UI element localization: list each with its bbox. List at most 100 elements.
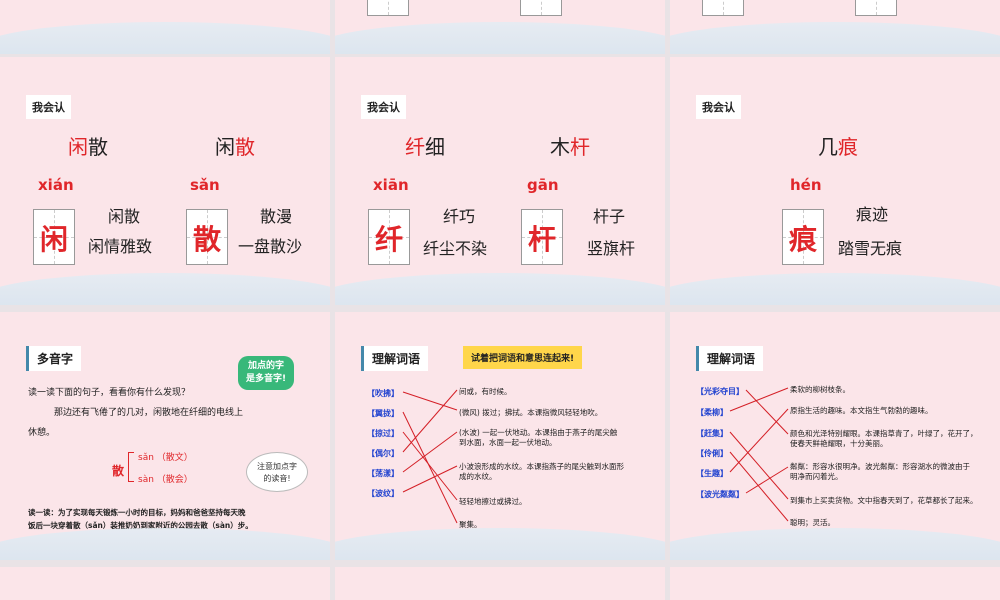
connector-line (729, 387, 789, 412)
vocab-word: 【偶尔】 (367, 449, 399, 458)
word-xianxi: 纤细 (405, 135, 445, 159)
char-grid-gan: 杆 (521, 209, 563, 265)
slide-bottom-right[interactable] (670, 567, 1000, 600)
meaning: (微风) 拨过；拂拭。本课指微风轻轻地吹。 (459, 408, 603, 417)
pinyin-gan: gān (527, 176, 559, 194)
meaning: 原指生活的趣味。本文指生气勃勃的趣味。 (790, 406, 933, 415)
meaning: 轻轻地擦过或拂过。 (459, 497, 527, 506)
connector-line (729, 431, 789, 500)
practice-line: 饭后一块穿着散（sǎn）装推奶奶到家附近的公园去散（sàn）步。 (28, 521, 253, 530)
pinyin-san: sǎn (190, 176, 220, 194)
practice-line: 读一读：为了实现每天锻炼一小时的目标，妈妈和爸爸坚持每天晚 (28, 508, 246, 517)
section-tag: 我会认 (26, 95, 71, 119)
grid-box (855, 0, 897, 16)
slide-top-right[interactable] (670, 0, 1000, 54)
meaning: 到集市上买卖货物。文中指春天到了，花草都长了起来。 (790, 496, 978, 505)
wave-decoration (670, 528, 1000, 560)
slide-recognize-xian-san[interactable]: 我会认 闲散 闲散 xián sǎn 闲 散 闲散 闲情雅致 散漫 一盘散沙 (0, 57, 330, 305)
vocab-word: 【吹拂】 (367, 389, 399, 398)
connector-line (729, 451, 789, 522)
word-mugan: 木杆 (550, 135, 590, 159)
word-item: 踏雪无痕 (838, 239, 903, 258)
vocab-word: 【掠过】 (367, 429, 399, 438)
vocab-word: 【柔柳】 (696, 408, 728, 417)
meaning: 柔软的柳树枝条。 (790, 385, 850, 394)
meaning: 聚集。 (459, 520, 482, 529)
connector-lines (729, 387, 789, 522)
meaning: 小波浪形成的水纹。本课指燕子的尾尖触到水面形 成的水纹。 (459, 462, 624, 481)
poly-char: 散 (112, 464, 125, 478)
slide-vocab-matching-1[interactable]: 理解词语 试着把词语和意思连起来! 【吹拂】 【翼拢】 【掠过】 【偶尔】 【荡… (335, 312, 665, 560)
wave-decoration (0, 273, 330, 305)
vocab-word: 【波光粼粼】 (696, 490, 744, 499)
speech-bubble: 加点的字 是多音字! (238, 356, 295, 390)
connector-line (745, 389, 789, 435)
section-tag: 理解词语 (361, 346, 429, 371)
highlight-char: 闲 (68, 135, 88, 159)
pinyin-xian: xián (38, 176, 74, 194)
word-xiansan-2: 闲散 (215, 135, 255, 159)
section-tag: 我会认 (361, 95, 406, 119)
vocab-word: 【波纹】 (367, 489, 399, 498)
slide-recognize-hen[interactable]: 我会认 几痕 hén 痕 痕迹 踏雪无痕 (670, 57, 1000, 305)
vocab-word: 【伶俐】 (696, 449, 728, 458)
reading-item: sàn （散会） (138, 475, 193, 485)
meaning: 颜色和光泽特别耀眼。本课指草青了，叶绿了，花开了， 使春天鲜艳耀眼，十分美丽。 (790, 429, 978, 448)
word-xiansan: 闲散 (68, 135, 108, 159)
brace (128, 452, 134, 482)
highlight-char: 纤 (405, 135, 425, 159)
slide-top-middle[interactable] (335, 0, 665, 54)
prompt-text: 读一读下面的句子，看看你有什么发现？ (28, 388, 191, 398)
wave-decoration (335, 273, 665, 305)
vocab-word: 【生趣】 (696, 469, 728, 478)
instruction-banner: 试着把词语和意思连起来! (463, 346, 583, 369)
word-item: 纤巧 (443, 207, 476, 226)
grid-box (520, 0, 562, 16)
wave-decoration (0, 528, 330, 560)
section-tag: 多音字 (26, 346, 82, 371)
char-grid-xian: 闲 (33, 209, 75, 265)
sentence-line: 休憩。 (28, 428, 56, 438)
wave-decoration (335, 528, 665, 560)
word-item: 散漫 (260, 207, 293, 226)
sentence-line: 那边还有飞倦了的几对，闲散地在纤细的电线上 (54, 408, 244, 418)
slide-top-left[interactable] (0, 0, 330, 54)
connector-lines (402, 389, 458, 524)
connector-line (402, 391, 458, 411)
wave-decoration (670, 22, 1000, 54)
section-tag: 我会认 (696, 95, 741, 119)
slide-recognize-xian-gan[interactable]: 我会认 纤细 木杆 xiān gān 纤 杆 纤巧 纤尘不染 杆子 竖旗杆 (335, 57, 665, 305)
meaning: 聪明；灵活。 (790, 518, 835, 527)
word-item: 痕迹 (856, 205, 889, 224)
char-grid-xian: 纤 (368, 209, 410, 265)
meaning: 间或，有时候。 (459, 387, 512, 396)
word-item: 一盘散沙 (238, 237, 303, 256)
slide-bottom-middle[interactable] (335, 567, 665, 600)
connector-line (729, 408, 789, 473)
connector-line (402, 431, 458, 501)
word-item: 杆子 (593, 207, 626, 226)
vocab-word: 【光彩夺目】 (696, 387, 744, 396)
highlight-char: 杆 (570, 135, 590, 159)
meaning: (水波) 一起一伏地动。本课指由于燕子的尾尖触 到水面，水面一起一伏地动。 (459, 428, 618, 447)
reading-item: sǎn （散文） (138, 453, 193, 463)
connector-line (402, 389, 458, 453)
wave-decoration (0, 22, 330, 54)
slide-polyphonic[interactable]: 多音字 加点的字 是多音字! 读一读下面的句子，看看你有什么发现？ 那边还有飞倦… (0, 312, 330, 560)
pinyin-hen: hén (790, 176, 822, 194)
highlight-char: 痕 (838, 135, 858, 159)
wave-decoration (670, 273, 1000, 305)
meaning: 粼粼：形容水很明净。波光粼粼：形容湖水的微波由于 明净而闪着光。 (790, 462, 970, 481)
vocab-word: 【赶集】 (696, 429, 728, 438)
pinyin-xian: xiān (373, 176, 409, 194)
slide-bottom-left[interactable] (0, 567, 330, 600)
char-grid-hen: 痕 (782, 209, 824, 265)
word-item: 闲散 (108, 207, 141, 226)
slide-vocab-matching-2[interactable]: 理解词语 【光彩夺目】 【柔柳】 【赶集】 【伶俐】 【生趣】 【波光粼粼】 柔… (670, 312, 1000, 560)
highlight-char: 散 (235, 135, 255, 159)
grid-box (367, 0, 409, 16)
connector-line (402, 465, 458, 493)
thought-cloud: 注意加点字 的读音! (246, 452, 308, 492)
word-item: 竖旗杆 (587, 239, 636, 258)
word-jihen: 几痕 (818, 135, 858, 159)
